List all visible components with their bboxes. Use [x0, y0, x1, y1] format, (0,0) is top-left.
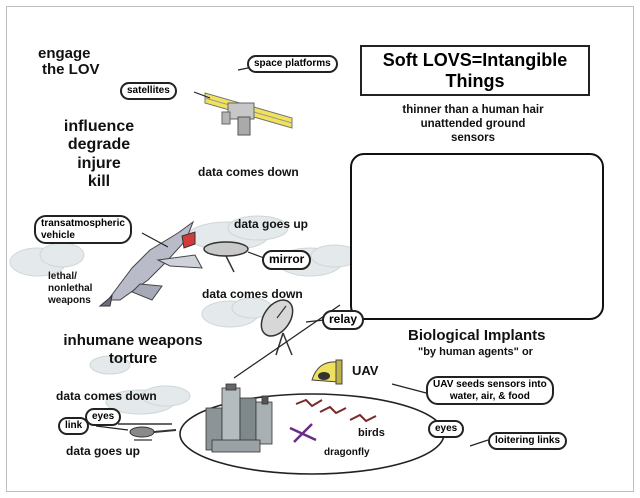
- relay-tag: relay: [322, 310, 365, 330]
- uav-label: UAV: [352, 363, 379, 378]
- data-comes-down-bottom: data comes down: [56, 389, 157, 403]
- data-comes-down-mid: data comes down: [202, 287, 303, 301]
- dragonfly-label: dragonfly: [324, 447, 370, 458]
- mirror-dish-icon: [203, 241, 249, 273]
- lethal-nonlethal-label: lethal/ nonlethal weapons: [48, 271, 93, 306]
- loitering-links-tag: loitering links: [488, 432, 568, 450]
- engage-label: engage the LOV: [38, 45, 100, 78]
- biological-implants-label: Biological Implants: [408, 327, 546, 344]
- jet-icon: [98, 220, 203, 307]
- satellite-icon: [204, 92, 293, 136]
- relay-dish-icon: [260, 299, 294, 356]
- by-human-agents-label: "by human agents" or: [418, 346, 533, 358]
- uav-icon: [311, 359, 343, 385]
- eyes-left-tag: eyes: [85, 408, 122, 426]
- data-goes-up-mid: data goes up: [234, 217, 309, 231]
- title-box: Soft LOVS=Intangible Things: [360, 45, 590, 97]
- uav-seeds-tag: UAV seeds sensors into water, air, & foo…: [426, 376, 554, 405]
- data-goes-up-bottom: data goes up: [66, 444, 141, 458]
- inhumane-weapons-label: inhumane weapons torture: [63, 332, 203, 367]
- effects-list: influence degrade injure kill: [63, 118, 135, 191]
- data-comes-down-top: data comes down: [198, 165, 299, 179]
- city-icon: [205, 383, 273, 453]
- helicopter-icon: [118, 423, 177, 441]
- eyes-right-tag: eyes: [428, 420, 465, 438]
- outer-frame: [6, 6, 634, 492]
- birds-label: birds: [358, 427, 385, 439]
- link-tag: link: [58, 417, 90, 435]
- space-platforms-tag: space platforms: [247, 55, 338, 73]
- satellites-tag: satellites: [120, 82, 177, 100]
- bird-icon: [295, 398, 377, 423]
- surveillance-panel: [350, 153, 604, 320]
- sensor-subtitle: thinner than a human hair unattended gro…: [402, 104, 544, 144]
- dragonfly-icon: [289, 423, 317, 443]
- transatmospheric-vehicle-tag: transatmospheric vehicle: [34, 215, 132, 244]
- mirror-tag: mirror: [262, 250, 312, 270]
